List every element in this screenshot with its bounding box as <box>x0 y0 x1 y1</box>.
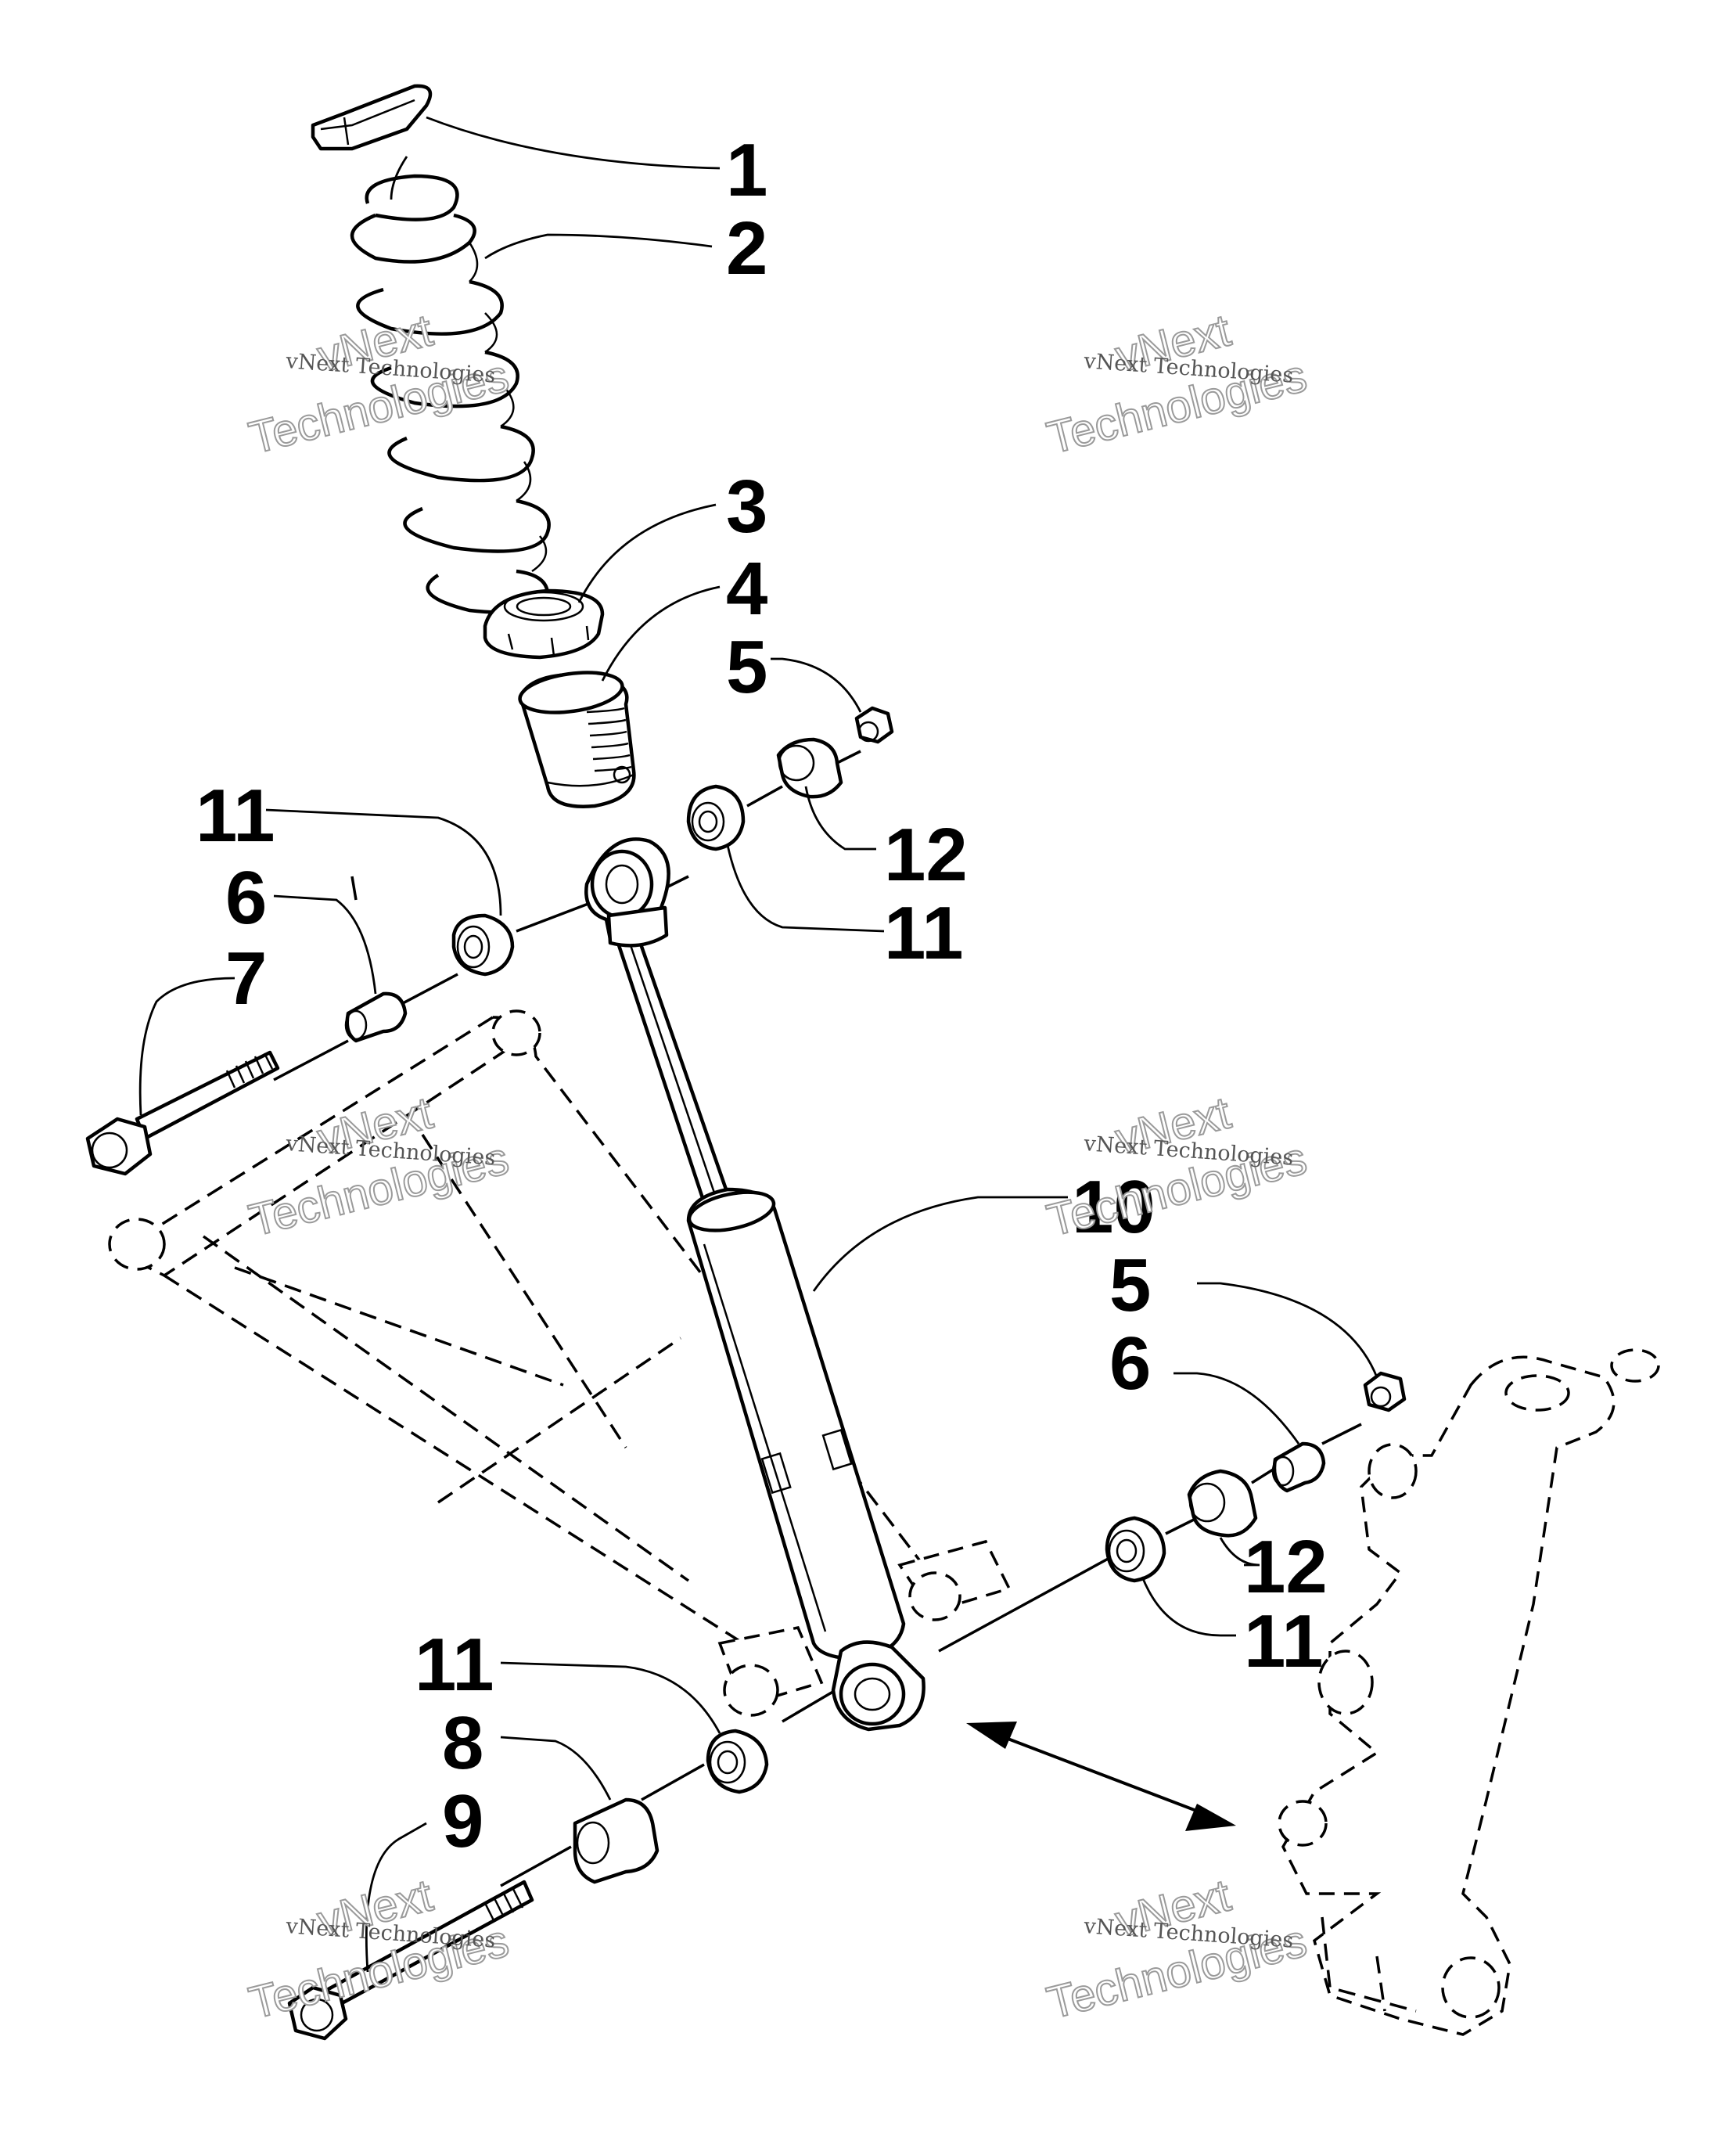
callout-labels: 1 2 3 4 5 11 6 7 12 11 10 5 6 12 11 11 8… <box>196 128 1328 1863</box>
threaded-sleeve-4 <box>518 671 636 808</box>
callout-1: 1 <box>726 128 767 212</box>
assembly-axis-lines <box>273 750 1362 1887</box>
callout-12-top: 12 <box>884 813 968 897</box>
callout-2: 2 <box>726 207 767 290</box>
callout-5-top: 5 <box>726 625 767 709</box>
callout-10: 10 <box>1072 1165 1156 1249</box>
shock-absorber-10 <box>584 837 926 1732</box>
callout-11-bottom: 11 <box>415 1623 494 1707</box>
hardware-right <box>1105 1371 1407 1583</box>
callout-8: 8 <box>442 1701 483 1785</box>
callout-7: 7 <box>225 937 267 1020</box>
callout-9: 9 <box>442 1779 483 1863</box>
callout-11-top-right: 11 <box>884 891 963 975</box>
double-arrow-icon <box>966 1722 1236 1831</box>
hardware-top-right <box>686 706 894 851</box>
coil-spring-2 <box>350 174 551 614</box>
callout-6-left: 6 <box>225 856 267 940</box>
spring-cap-1 <box>311 84 433 151</box>
callout-11-left: 11 <box>196 774 275 858</box>
hardware-bottom <box>287 1729 769 2041</box>
callout-11-right: 11 <box>1244 1599 1323 1683</box>
callout-3: 3 <box>726 465 767 549</box>
hardware-top-left <box>85 913 515 1176</box>
callout-5-right: 5 <box>1109 1243 1151 1327</box>
lock-nut-3 <box>483 588 605 660</box>
callout-12-right: 12 <box>1244 1525 1328 1609</box>
callout-4: 4 <box>726 547 767 631</box>
steering-knuckle <box>1278 1348 1660 2036</box>
a-arm-outline <box>108 1009 1012 1717</box>
callout-6-right: 6 <box>1109 1322 1151 1405</box>
leader-lines <box>138 116 1378 1973</box>
